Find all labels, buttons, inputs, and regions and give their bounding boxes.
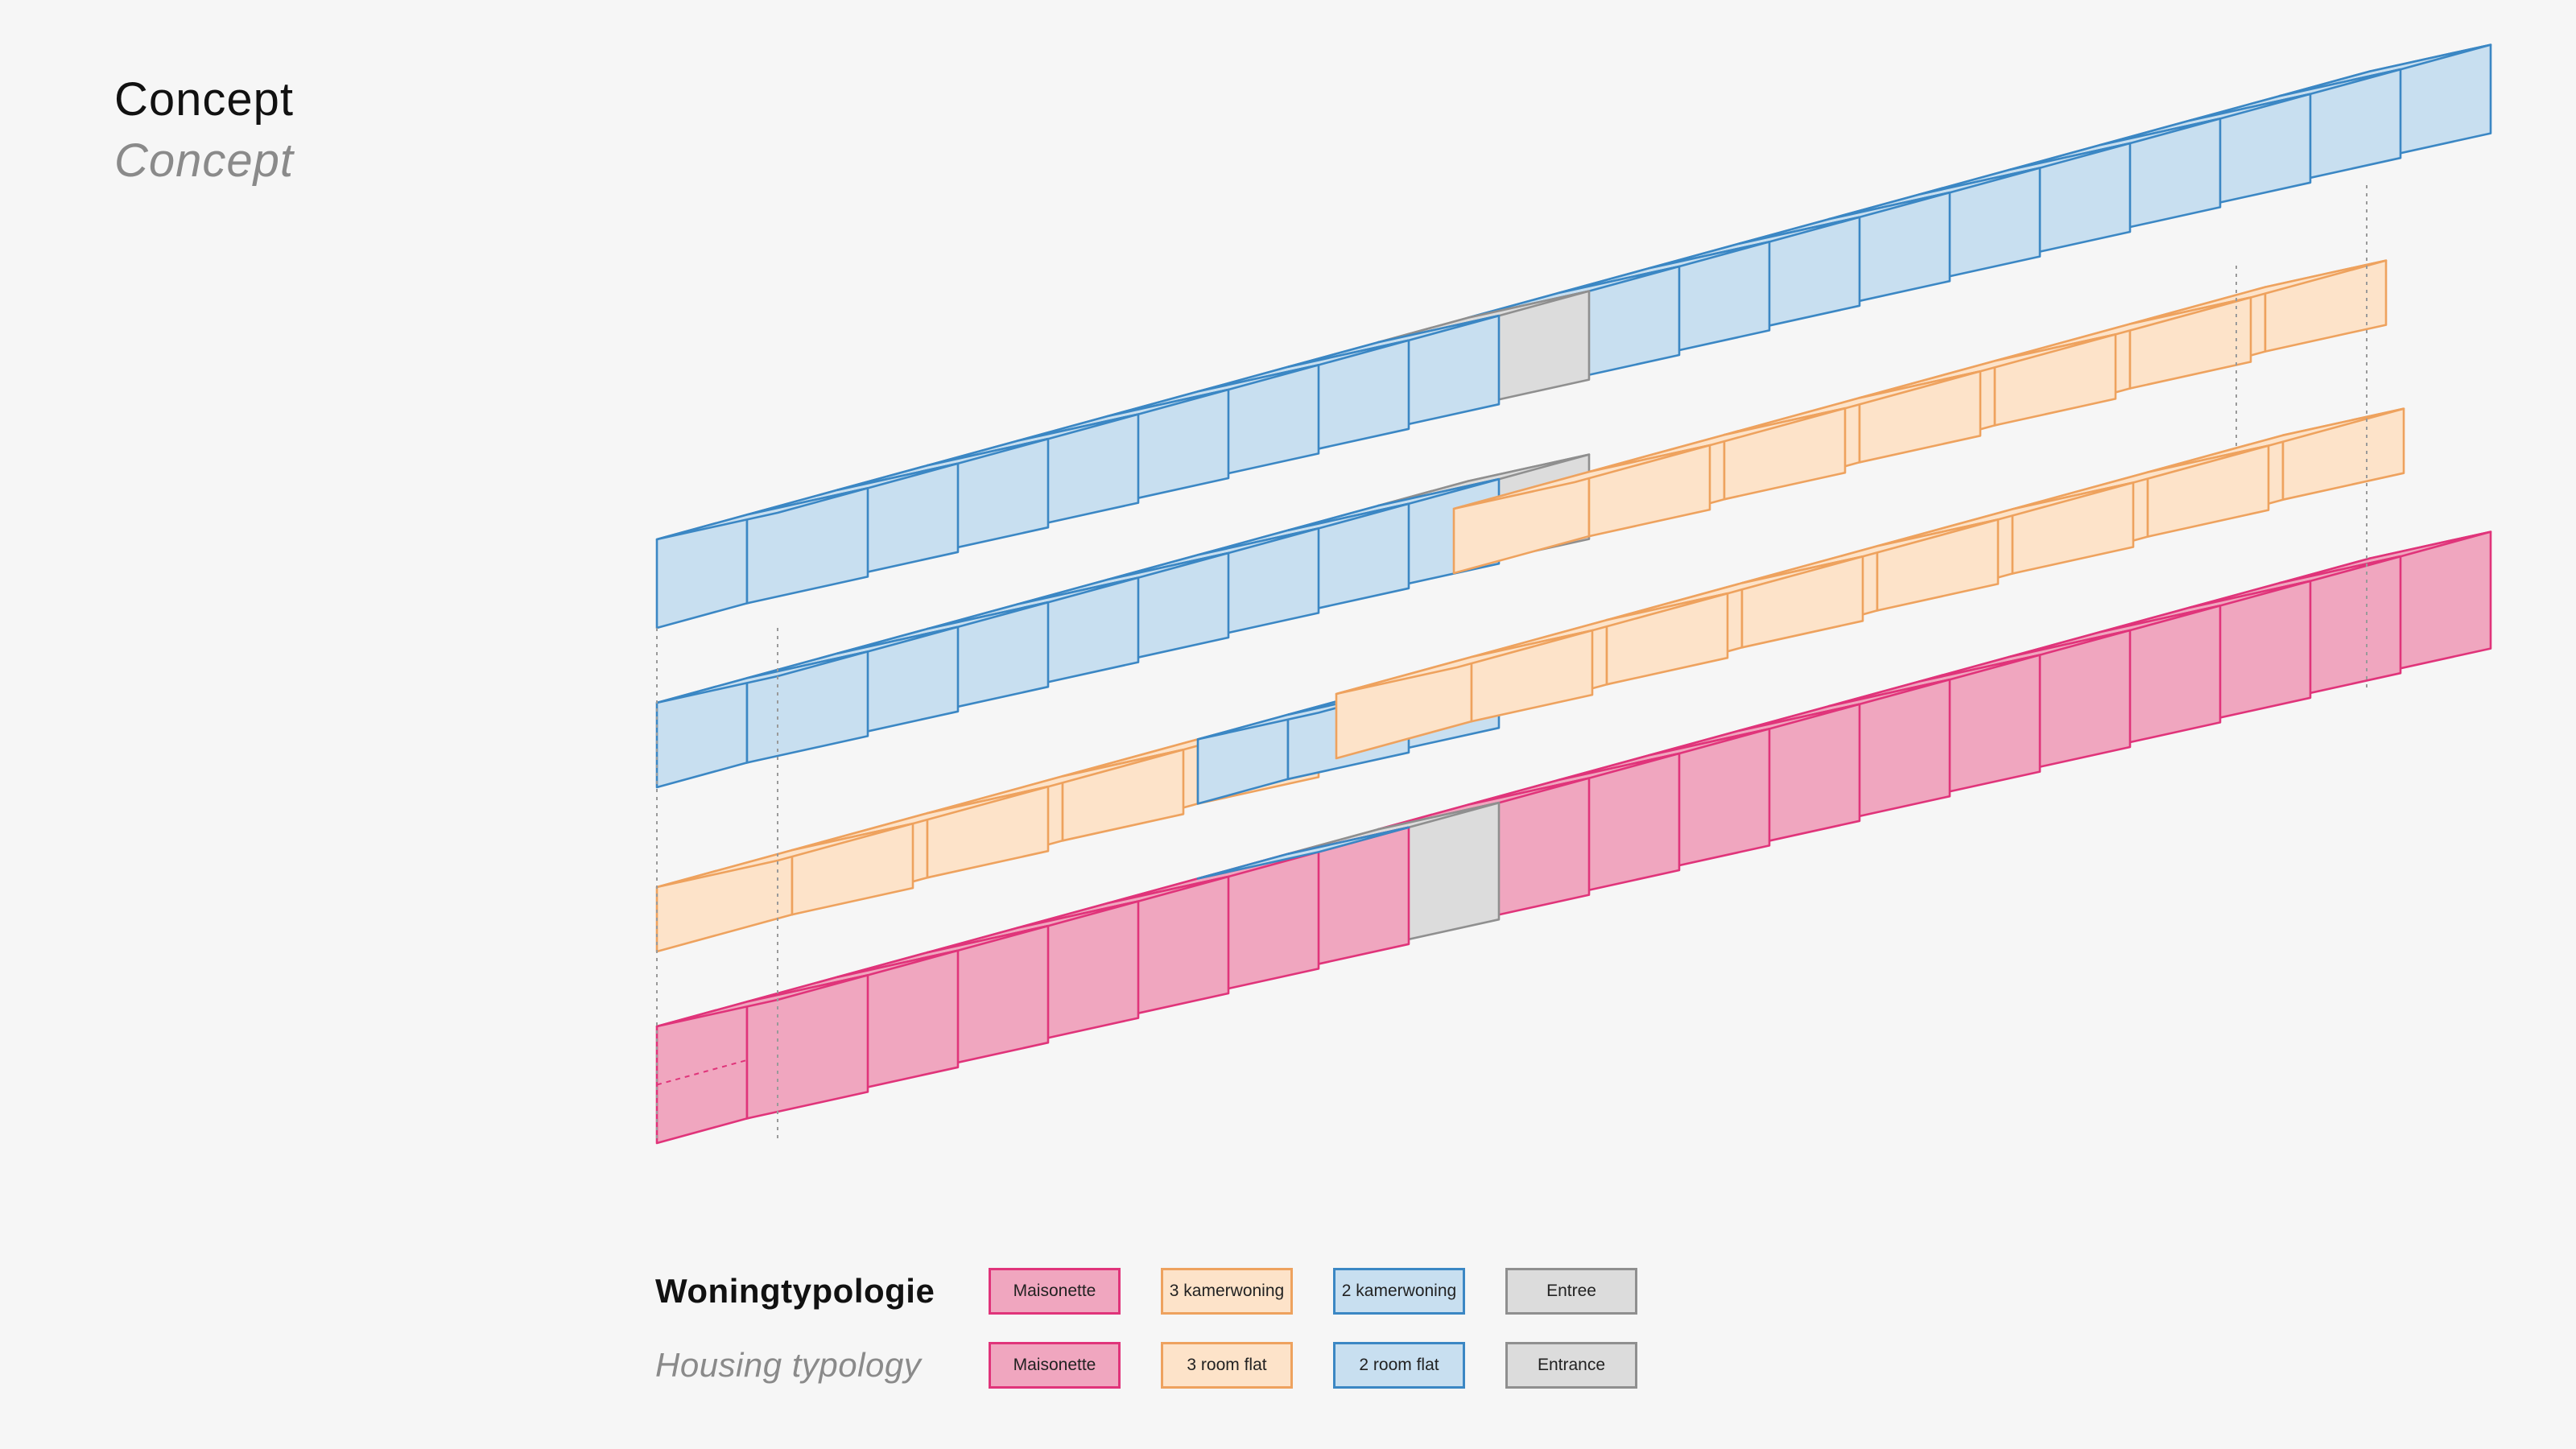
page-subtitle: Concept: [114, 134, 295, 187]
legend-swatch-2room-en: 2 room flat: [1333, 1342, 1465, 1389]
layer3-right-0-top: [1452, 444, 1711, 510]
layer1-module-0-top: [655, 974, 869, 1028]
legend-heading-english: Housing typology: [655, 1346, 922, 1384]
layer3-module-0-top: [655, 650, 869, 704]
legend-swatch-maisonette-nl: Maisonette: [989, 1268, 1121, 1315]
legend-row-english: Housing typology Maisonette 3 room flat …: [655, 1340, 1678, 1391]
legend-swatch-entrance-en: Entrance: [1505, 1342, 1637, 1389]
legend: Woningtypologie Maisonette 3 kamerwoning…: [655, 1265, 1678, 1414]
legend-swatch-entrance-nl: Entree: [1505, 1268, 1637, 1315]
legend-swatch-maisonette-en: Maisonette: [989, 1342, 1121, 1389]
layer1-core-cap-top: [1196, 826, 1410, 880]
layer1-module-0-floor-line: [656, 1059, 748, 1086]
layer3-module-0-front: [655, 677, 749, 789]
layer2-left-0-front: [655, 848, 794, 953]
legend-row-dutch: Woningtypologie Maisonette 3 kamerwoning…: [655, 1265, 1678, 1317]
layer4-module-0-top: [655, 487, 869, 541]
legend-heading-dutch: Woningtypologie: [655, 1272, 935, 1310]
legend-swatch-3room-nl: 3 kamerwoning: [1161, 1268, 1293, 1315]
legend-swatch-2room-nl: 2 kamerwoning: [1333, 1268, 1465, 1315]
page-title: Concept: [114, 73, 295, 126]
layer2-right-0-top: [1335, 629, 1594, 696]
legend-swatch-3room-en: 3 room flat: [1161, 1342, 1293, 1389]
layer2-left-0-top: [655, 822, 914, 889]
layer4-module-0-front: [655, 514, 749, 630]
title-block: Concept Concept: [114, 69, 294, 192]
